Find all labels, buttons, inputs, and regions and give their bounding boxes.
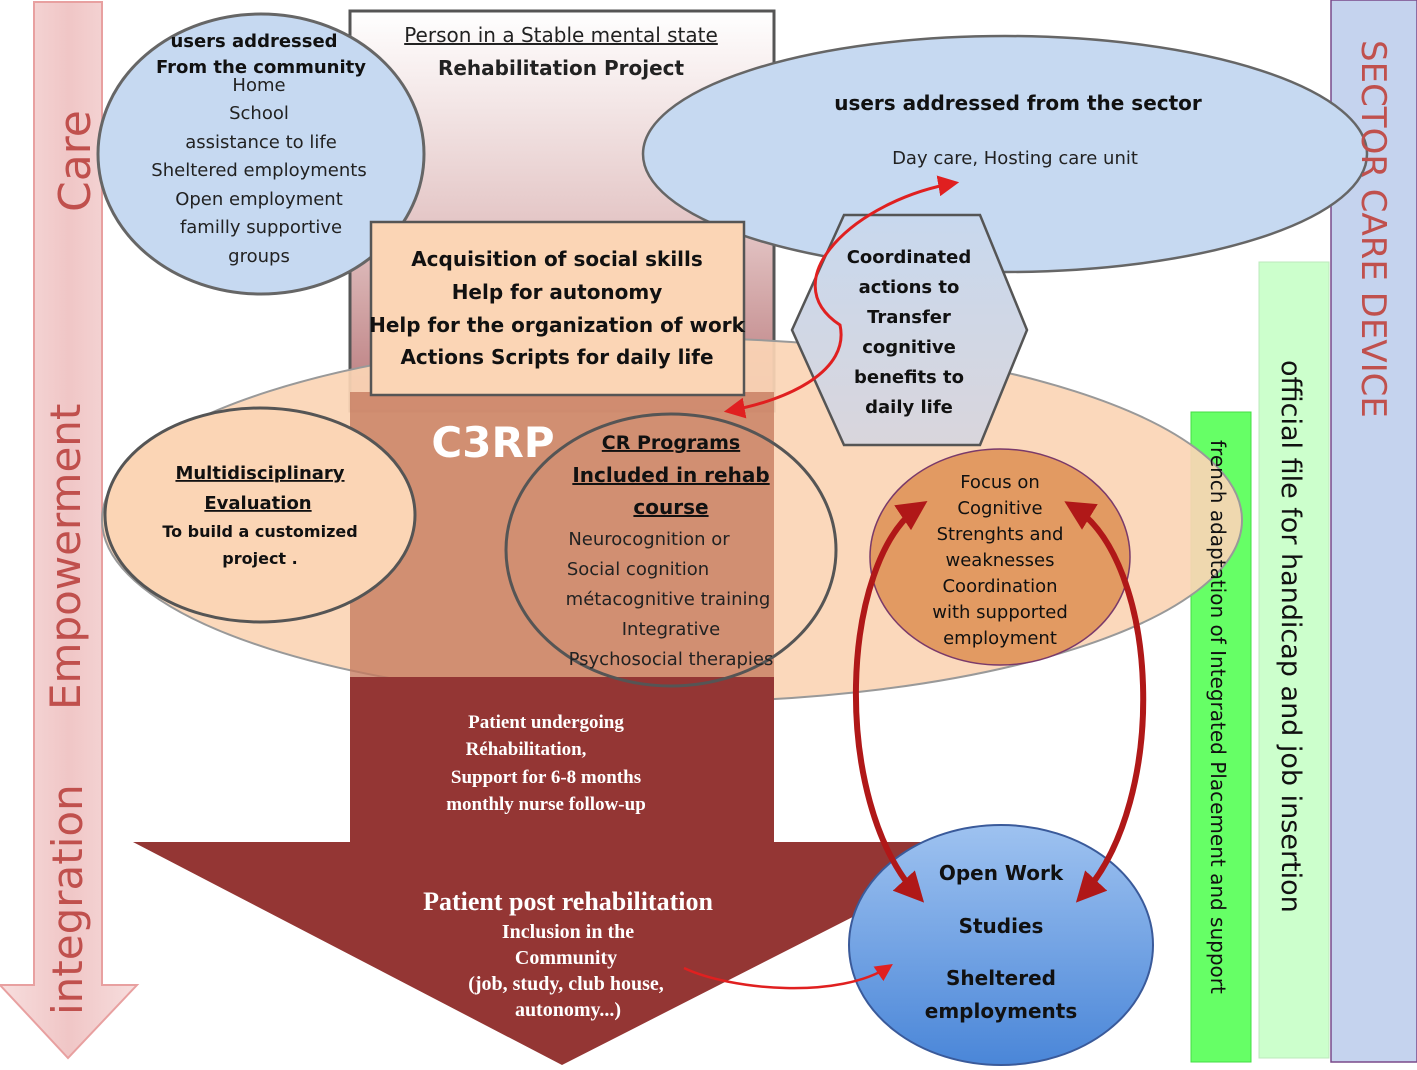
cr-item: Integrative bbox=[622, 619, 721, 640]
rehab-line: Réhabilitation, bbox=[466, 739, 587, 760]
evaluation-line-3: To build a customized bbox=[162, 522, 357, 541]
post-rehab-line: autonomy...) bbox=[515, 999, 621, 1021]
care-label: Care bbox=[50, 110, 101, 212]
outcome-item: employments bbox=[925, 999, 1077, 1023]
community-item: Home bbox=[232, 75, 285, 96]
focus-line: Cognitive bbox=[957, 498, 1042, 519]
focus-line: employment bbox=[943, 628, 1057, 649]
community-item: Open employment bbox=[175, 189, 343, 210]
skills-line: Help for the organization of work bbox=[369, 313, 746, 337]
sector-care-device-label: SECTOR CARE DEVICE bbox=[1353, 40, 1393, 418]
official-file-label: official file for handicap and job inser… bbox=[1275, 360, 1306, 913]
community-item: Sheltered employments bbox=[151, 160, 366, 181]
community-link-arrow bbox=[683, 964, 893, 990]
focus-line: weaknesses bbox=[946, 550, 1055, 571]
focus-line: Coordination bbox=[942, 576, 1057, 597]
hexagon-line: benefits to bbox=[854, 367, 964, 388]
rehab-down-arrow bbox=[133, 677, 1000, 1065]
skills-box bbox=[369, 220, 746, 397]
cr-item: métacognitive training bbox=[566, 589, 771, 610]
hexagon-line: Transfer bbox=[867, 307, 951, 328]
focus-line: with supported bbox=[932, 602, 1068, 623]
community-item: familly supportive bbox=[180, 217, 342, 238]
post-rehab-title: Patient post rehabilitation bbox=[423, 887, 713, 916]
hexagon-link-arrow bbox=[723, 175, 960, 419]
community-item: groups bbox=[228, 246, 290, 267]
integration-label: integration bbox=[43, 784, 92, 1015]
skills-line: Acquisition of social skills bbox=[411, 247, 703, 271]
post-rehab-line: (job, study, club house, bbox=[468, 973, 664, 995]
rehab-line: Patient undergoing bbox=[468, 712, 624, 733]
stable-state-title: Person in a Stable mental state bbox=[404, 23, 718, 47]
evaluation-line-4: project . bbox=[222, 549, 297, 568]
hexagon-line: actions to bbox=[859, 277, 960, 298]
hexagon-line: cognitive bbox=[862, 337, 956, 358]
community-title-1: users addressed bbox=[170, 31, 337, 52]
c3rp-column bbox=[350, 392, 774, 677]
evaluation-title-2: Evaluation bbox=[204, 493, 311, 514]
outcome-item: Studies bbox=[959, 914, 1044, 938]
hexagon-line: Coordinated bbox=[847, 247, 972, 268]
cr-title-2: Included in rehab bbox=[572, 463, 769, 487]
skills-line: Actions Scripts for daily life bbox=[400, 345, 713, 369]
community-item: School bbox=[229, 103, 289, 124]
empowerment-label: Empowerment bbox=[41, 404, 90, 710]
cr-title-3: course bbox=[633, 495, 708, 519]
cr-programs-circle bbox=[504, 412, 838, 688]
outcome-item: Open Work bbox=[939, 861, 1064, 885]
focus-line: Focus on bbox=[960, 472, 1040, 493]
skills-line: Help for autonomy bbox=[452, 280, 663, 304]
evaluation-title-1: Multidisciplinary bbox=[175, 463, 344, 484]
c3rp-label: C3RP bbox=[431, 418, 554, 467]
focus-outcomes-right-arrow bbox=[1064, 501, 1147, 903]
outcome-item: Sheltered bbox=[946, 966, 1056, 990]
rehab-project-title: Rehabilitation Project bbox=[438, 56, 685, 80]
post-rehab-line: Community bbox=[515, 947, 617, 969]
rehab-line: monthly nurse follow-up bbox=[446, 794, 646, 815]
post-rehab-line: Inclusion in the bbox=[502, 921, 634, 943]
cr-item: Psychosocial therapies bbox=[569, 649, 774, 670]
community-title-2: From the community bbox=[156, 57, 366, 78]
cr-title-1: CR Programs bbox=[602, 432, 740, 454]
hexagon-line: daily life bbox=[865, 397, 953, 418]
official-file-panel bbox=[1258, 261, 1330, 1059]
community-item: assistance to life bbox=[185, 132, 337, 153]
sector-subtitle: Day care, Hosting care unit bbox=[892, 148, 1138, 169]
focus-line: Strenghts and bbox=[937, 524, 1064, 545]
sector-title: users addressed from the sector bbox=[834, 91, 1202, 115]
french-adaptation-label: french adaptation of Integrated Placemen… bbox=[1206, 440, 1230, 994]
cr-item: Neurocognition or bbox=[568, 529, 730, 550]
cr-item: Social cognition bbox=[567, 559, 709, 580]
evaluation-ellipse bbox=[103, 406, 417, 624]
focus-outcomes-left-arrow bbox=[853, 500, 928, 903]
community-ellipse bbox=[96, 12, 426, 296]
rehab-line: Support for 6-8 months bbox=[451, 767, 641, 788]
